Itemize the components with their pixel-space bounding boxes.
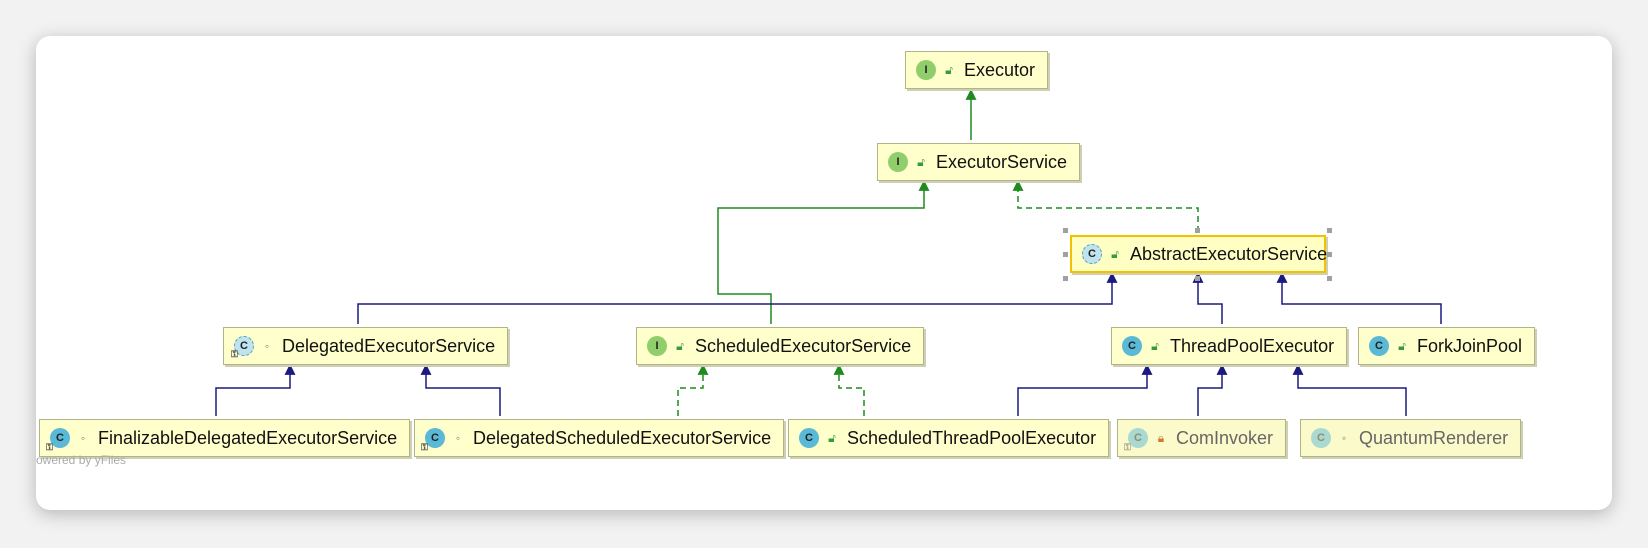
- interface-icon: I: [916, 60, 936, 80]
- node-executor-service[interactable]: I 🔓︎ ExecutorService: [877, 143, 1081, 181]
- node-label: ForkJoinPool: [1417, 335, 1523, 356]
- node-label: FinalizableDelegatedExecutorService: [98, 427, 398, 448]
- edge-scheduledthreadpool-scheduled: [833, 363, 865, 416]
- diagram-canvas[interactable]: I 🔓︎ Executor I 🔓︎ ExecutorService C 🔓︎ …: [36, 36, 1612, 510]
- selection-handle[interactable]: [1063, 276, 1068, 281]
- class-icon: C: [1369, 336, 1389, 356]
- edge-delegatedscheduled-delegated: [420, 363, 501, 416]
- public-icon: 🔓︎: [828, 430, 836, 445]
- selection-handle[interactable]: [1063, 252, 1068, 257]
- edge-delegatedscheduled-scheduled: [677, 363, 709, 416]
- class-icon: C: [799, 428, 819, 448]
- selection-handle[interactable]: [1195, 228, 1200, 233]
- node-label: DelegatedScheduledExecutorService: [473, 427, 772, 448]
- node-thread-pool-executor[interactable]: C 🔓︎ ThreadPoolExecutor: [1111, 327, 1348, 365]
- public-icon: 🔓︎: [676, 338, 684, 353]
- class-icon: C⚿: [46, 428, 70, 452]
- node-label: AbstractExecutorService: [1130, 243, 1328, 264]
- interface-icon: I: [888, 152, 908, 172]
- node-scheduled-thread-pool-executor[interactable]: C 🔓︎ ScheduledThreadPoolExecutor: [788, 419, 1110, 457]
- node-label: ThreadPoolExecutor: [1170, 335, 1335, 356]
- node-label: ComInvoker: [1176, 427, 1274, 448]
- node-executor[interactable]: I 🔓︎ Executor: [905, 51, 1049, 89]
- public-icon: 🔓︎: [945, 62, 953, 77]
- public-icon: 🔓︎: [1111, 246, 1119, 261]
- package-private-icon: ◦: [455, 431, 461, 445]
- package-private-icon: ◦: [1341, 431, 1347, 445]
- edge-scheduledthreadpool-threadpool: [1017, 363, 1153, 416]
- public-icon: 🔓︎: [1398, 338, 1406, 353]
- selection-handle[interactable]: [1327, 228, 1332, 233]
- package-private-icon: ◦: [80, 431, 86, 445]
- selection-handle[interactable]: [1327, 252, 1332, 257]
- selection-handle[interactable]: [1327, 276, 1332, 281]
- node-label: Executor: [964, 59, 1036, 80]
- private-icon: 🔒︎: [1157, 430, 1165, 445]
- node-delegated-executor-service[interactable]: C⚿ ◦ DelegatedExecutorService: [223, 327, 509, 365]
- node-abstract-executor-service[interactable]: C 🔓︎ AbstractExecutorService: [1070, 235, 1327, 273]
- node-label: ScheduledExecutorService: [695, 335, 912, 356]
- abstract-class-icon: C: [1082, 244, 1102, 264]
- class-icon: C: [1311, 428, 1331, 448]
- class-icon: C⚿: [1124, 428, 1148, 452]
- node-fork-join-pool[interactable]: C 🔓︎ ForkJoinPool: [1358, 327, 1536, 365]
- edge-delegated-abstract: [357, 271, 1118, 324]
- selection-handle[interactable]: [1063, 228, 1068, 233]
- edge-quantumrenderer-threadpool: [1292, 363, 1407, 416]
- edges-layer: [215, 88, 1442, 416]
- selection-handle[interactable]: [1195, 276, 1200, 281]
- abstract-class-icon: C⚿: [231, 336, 254, 359]
- class-icon: C⚿: [421, 428, 445, 452]
- edge-abstract-executorservice: [1012, 179, 1199, 232]
- class-icon: C: [1122, 336, 1142, 356]
- package-private-icon: ◦: [264, 339, 270, 353]
- node-finalizable-delegated-executor-service[interactable]: C⚿ ◦ FinalizableDelegatedExecutorService: [39, 419, 411, 457]
- edge-forkjoin-abstract: [1276, 271, 1442, 324]
- edge-finalizable-delegated: [215, 363, 296, 416]
- edge-cominvoker-threadpool: [1197, 363, 1228, 416]
- node-label: QuantumRenderer: [1359, 427, 1509, 448]
- node-com-invoker[interactable]: C⚿ 🔒︎ ComInvoker: [1117, 419, 1287, 457]
- watermark: owered by yFiles: [36, 453, 127, 467]
- public-icon: 🔓︎: [917, 154, 925, 169]
- node-delegated-scheduled-executor-service[interactable]: C⚿ ◦ DelegatedScheduledExecutorService: [414, 419, 785, 457]
- edge-threadpool-abstract: [1192, 271, 1223, 324]
- node-quantum-renderer[interactable]: C ◦ QuantumRenderer: [1300, 419, 1522, 457]
- node-scheduled-executor-service[interactable]: I 🔓︎ ScheduledExecutorService: [636, 327, 925, 365]
- node-label: ScheduledThreadPoolExecutor: [847, 427, 1097, 448]
- interface-icon: I: [647, 336, 667, 356]
- edge-scheduled-executorservice: [717, 179, 930, 324]
- node-label: ExecutorService: [936, 151, 1068, 172]
- node-label: DelegatedExecutorService: [282, 335, 496, 356]
- public-icon: 🔓︎: [1151, 338, 1159, 353]
